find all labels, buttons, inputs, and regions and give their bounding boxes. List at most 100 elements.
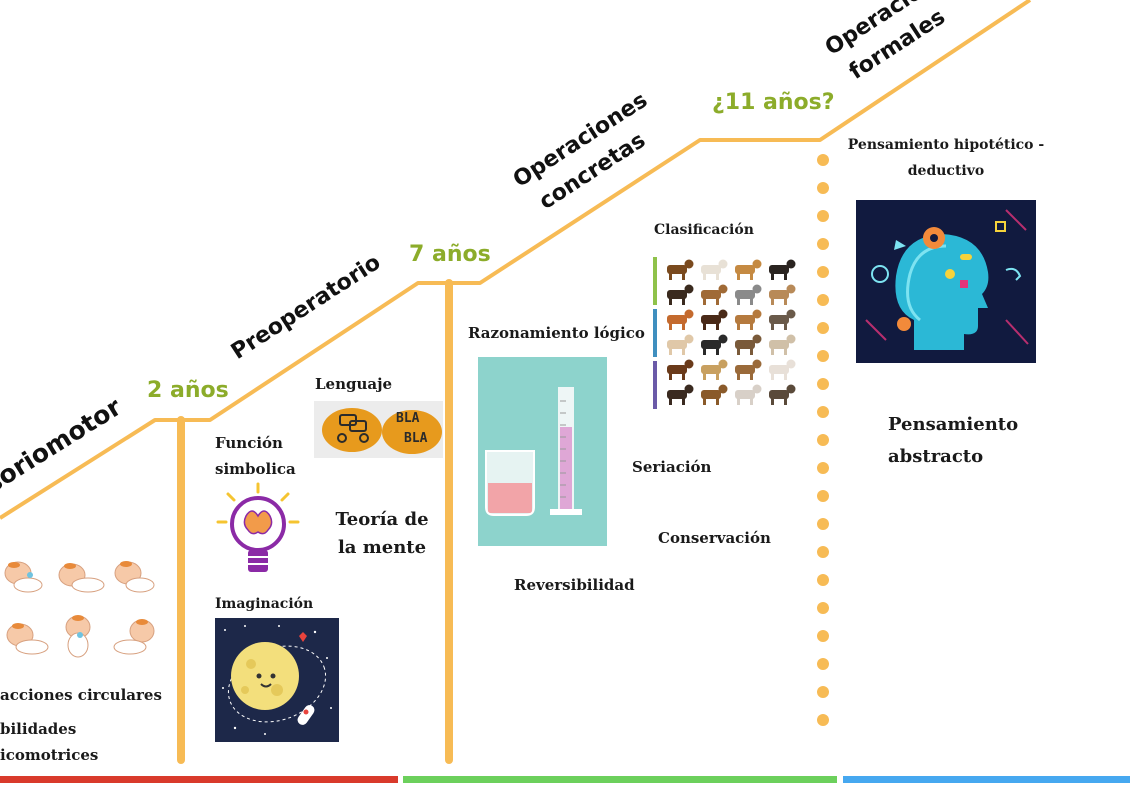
dog-leg-icon bbox=[737, 398, 740, 405]
divider-dot bbox=[817, 714, 829, 726]
divider-dot bbox=[817, 630, 829, 642]
dog-leg-icon bbox=[771, 298, 774, 305]
divider-dot bbox=[817, 210, 829, 222]
dog-leg-icon bbox=[682, 398, 685, 405]
bar-operaciones-concretas bbox=[403, 776, 837, 783]
dog-leg-icon bbox=[716, 373, 719, 380]
moon-rocket-illustration bbox=[215, 618, 339, 742]
bar-operaciones-formales bbox=[843, 776, 1130, 783]
dog-leg-icon bbox=[669, 323, 672, 330]
dog-head-icon bbox=[684, 284, 694, 294]
dog-leg-icon bbox=[750, 298, 753, 305]
babies-illustration bbox=[4, 561, 155, 658]
divider-dot bbox=[817, 546, 829, 558]
bla-text-2: BLA bbox=[404, 431, 428, 446]
dog-head-icon bbox=[718, 259, 728, 269]
dog-icon bbox=[667, 290, 687, 299]
dog-leg-icon bbox=[703, 373, 706, 380]
dog-head-icon bbox=[684, 384, 694, 394]
dog-leg-icon bbox=[750, 348, 753, 355]
divider-dot bbox=[817, 378, 829, 390]
dog-leg-icon bbox=[716, 348, 719, 355]
dog-leg-icon bbox=[750, 373, 753, 380]
label-lenguaje: Lenguaje bbox=[315, 375, 393, 393]
divider-dot bbox=[817, 238, 829, 250]
dog-head-icon bbox=[752, 359, 762, 369]
bar-sensorimotor-preoperatorio bbox=[0, 776, 398, 783]
dog-leg-icon bbox=[703, 323, 706, 330]
dog-leg-icon bbox=[703, 273, 706, 280]
dog-icon bbox=[735, 290, 755, 299]
divider-dot bbox=[817, 518, 829, 530]
dog-leg-icon bbox=[737, 323, 740, 330]
dog-leg-icon bbox=[784, 348, 787, 355]
dog-leg-icon bbox=[737, 298, 740, 305]
dog-leg-icon bbox=[716, 398, 719, 405]
divider-dot bbox=[817, 462, 829, 474]
dog-leg-icon bbox=[771, 323, 774, 330]
dog-icon bbox=[769, 290, 789, 299]
label-deductivo: deductivo bbox=[907, 163, 985, 179]
dog-icon bbox=[735, 390, 755, 399]
dog-head-icon bbox=[786, 284, 796, 294]
mind-head-illustration bbox=[856, 200, 1036, 363]
age-2-anos: 2 años bbox=[147, 378, 229, 403]
dog-icon bbox=[735, 365, 755, 374]
dogs-classification-chart bbox=[653, 253, 799, 411]
label-teoria-de: Teoría de bbox=[335, 509, 429, 530]
divider-dot bbox=[817, 434, 829, 446]
divider-dot bbox=[817, 182, 829, 194]
label-habilidades: bilidades bbox=[0, 720, 77, 738]
brain-bulb-icon bbox=[216, 482, 300, 572]
dog-leg-icon bbox=[669, 373, 672, 380]
dog-leg-icon bbox=[669, 273, 672, 280]
dog-head-icon bbox=[718, 284, 728, 294]
dog-leg-icon bbox=[716, 298, 719, 305]
dog-leg-icon bbox=[737, 348, 740, 355]
dog-head-icon bbox=[786, 259, 796, 269]
dog-icon bbox=[735, 340, 755, 349]
dog-head-icon bbox=[786, 334, 796, 344]
dog-icon bbox=[701, 315, 721, 324]
divider-dot bbox=[817, 574, 829, 586]
dotted-divider-11-anos bbox=[817, 154, 829, 726]
dog-icon bbox=[701, 290, 721, 299]
dog-head-icon bbox=[718, 359, 728, 369]
dog-icon bbox=[701, 365, 721, 374]
divider-dot bbox=[817, 294, 829, 306]
dog-leg-icon bbox=[682, 323, 685, 330]
dog-head-icon bbox=[752, 284, 762, 294]
dog-icon bbox=[667, 315, 687, 324]
divider-dot bbox=[817, 322, 829, 334]
divider-dot bbox=[817, 350, 829, 362]
dog-leg-icon bbox=[784, 273, 787, 280]
label-acciones-circulares: acciones circulares bbox=[0, 686, 162, 704]
lenguaje-illustration: BLA BLA bbox=[314, 401, 443, 458]
divider-dot bbox=[817, 154, 829, 166]
dog-leg-icon bbox=[682, 348, 685, 355]
dog-head-icon bbox=[752, 334, 762, 344]
dog-leg-icon bbox=[750, 273, 753, 280]
dog-leg-icon bbox=[703, 348, 706, 355]
dog-leg-icon bbox=[737, 273, 740, 280]
dog-leg-icon bbox=[682, 298, 685, 305]
label-abstracto: abstracto bbox=[888, 446, 984, 467]
dog-leg-icon bbox=[737, 373, 740, 380]
dog-icon bbox=[667, 390, 687, 399]
label-psicomotrices: icomotrices bbox=[0, 746, 99, 764]
dog-leg-icon bbox=[703, 398, 706, 405]
age-11-anos: ¿11 años? bbox=[712, 90, 835, 115]
dog-icon bbox=[701, 265, 721, 274]
dog-leg-icon bbox=[716, 273, 719, 280]
label-conservacion: Conservación bbox=[658, 529, 771, 547]
dog-icon bbox=[735, 315, 755, 324]
dog-icon bbox=[735, 265, 755, 274]
dog-head-icon bbox=[752, 259, 762, 269]
divider-dot bbox=[817, 266, 829, 278]
dog-icon bbox=[769, 340, 789, 349]
dog-leg-icon bbox=[716, 323, 719, 330]
dog-icon bbox=[769, 265, 789, 274]
dog-leg-icon bbox=[771, 348, 774, 355]
